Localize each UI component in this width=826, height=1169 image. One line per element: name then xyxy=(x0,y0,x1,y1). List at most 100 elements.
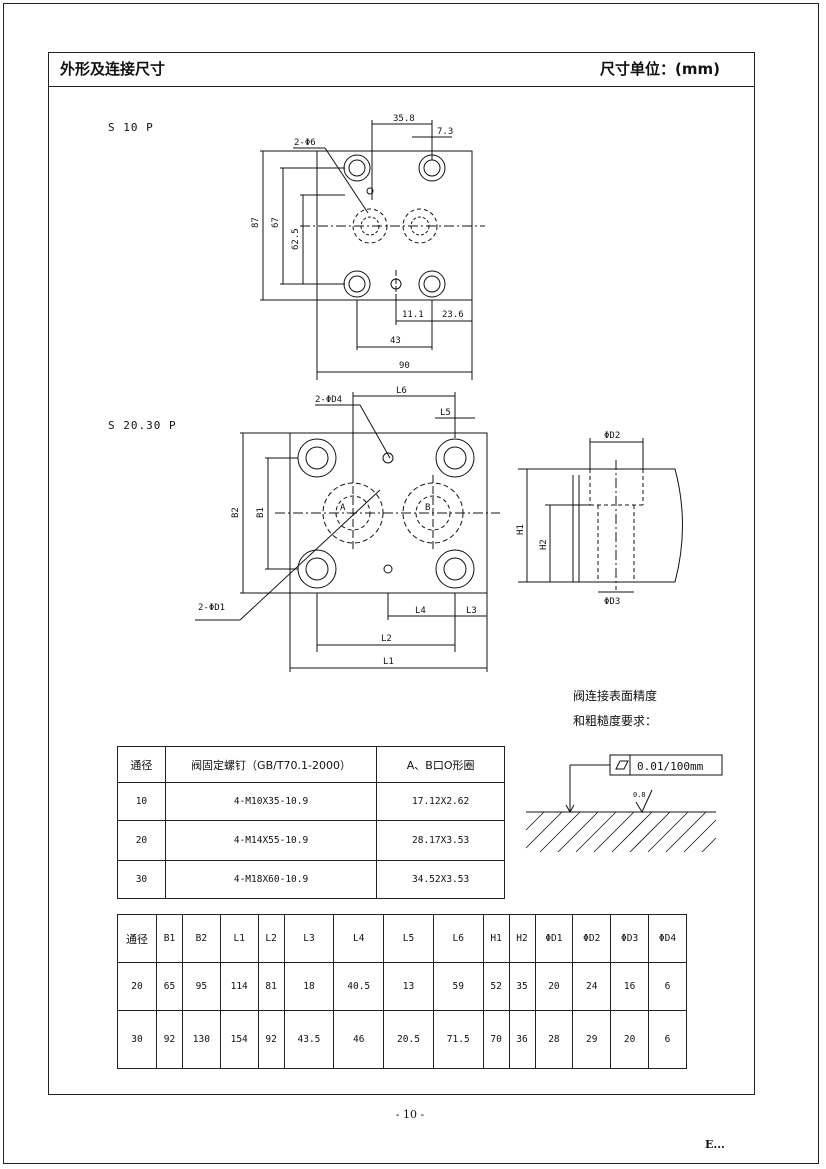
svg-text:H2: H2 xyxy=(539,539,549,550)
cell: 92 xyxy=(257,1010,285,1069)
cell: 52 xyxy=(482,962,510,1011)
s10-drawing xyxy=(260,120,485,380)
cell: 18 xyxy=(283,962,335,1011)
svg-text:35.8: 35.8 xyxy=(393,114,415,124)
svg-text:2-Φ6: 2-Φ6 xyxy=(294,138,316,148)
s2030-drawing xyxy=(195,392,500,672)
table-row: 20 65 95 114 81 18 40.5 13 59 52 35 20 2… xyxy=(117,962,687,1011)
header-cell: L4 xyxy=(333,914,385,963)
cell: 46 xyxy=(333,1010,385,1069)
svg-text:B2: B2 xyxy=(231,507,241,518)
svg-text:H1: H1 xyxy=(516,524,526,535)
svg-text:2-ΦD4: 2-ΦD4 xyxy=(315,395,342,405)
header-cell: A、B口O形圈 xyxy=(376,746,505,783)
cell: 4-M14X55-10.9 xyxy=(164,820,378,861)
cell: 29 xyxy=(572,1010,612,1069)
cell: 30 xyxy=(117,1010,157,1069)
cell: 6 xyxy=(648,1010,687,1069)
surface-symbol xyxy=(525,754,723,853)
table-row: 10 4-M10X35-10.9 17.12X2.62 xyxy=(117,782,505,821)
svg-text:ΦD2: ΦD2 xyxy=(604,431,620,441)
svg-text:0.8: 0.8 xyxy=(633,791,646,799)
unit-note: 尺寸单位：(mm) xyxy=(600,60,720,78)
s10-dim-text: 35.8 7.3 2-Φ6 87 67 62.5 11.1 23.6 43 90 xyxy=(251,114,464,371)
header-cell: ΦD4 xyxy=(648,914,687,963)
cell: 4-M18X60-10.9 xyxy=(164,860,378,899)
s2030-dim-text: L6 L5 2-ΦD4 B2 B1 A B 2-ΦD1 L4 L3 L2 L1 xyxy=(198,386,477,667)
cell: 17.12X2.62 xyxy=(376,782,505,821)
table-row: 30 4-M18X60-10.9 34.52X3.53 xyxy=(117,860,505,899)
page-border xyxy=(3,3,819,1164)
svg-text:11.1: 11.1 xyxy=(402,310,424,320)
cell: 20.5 xyxy=(383,1010,434,1069)
cell: 36 xyxy=(508,1010,536,1069)
cell: 20 xyxy=(534,962,574,1011)
cell: 20 xyxy=(117,820,166,861)
svg-text:B: B xyxy=(425,503,430,513)
surface-note-line1: 阀连接表面精度 xyxy=(572,689,657,703)
svg-text:L5: L5 xyxy=(440,408,451,418)
cell: 154 xyxy=(219,1010,259,1069)
table-row: 20 4-M14X55-10.9 28.17X3.53 xyxy=(117,820,505,861)
cell: 24 xyxy=(572,962,612,1011)
svg-text:L2: L2 xyxy=(381,634,392,644)
cell: 30 xyxy=(117,860,166,899)
header-cell: L5 xyxy=(383,914,434,963)
header-cell: 通径 xyxy=(117,746,166,783)
cell: 59 xyxy=(432,962,484,1011)
svg-text:87: 87 xyxy=(251,217,261,228)
surface-text: 0.01/100mm 0.8 xyxy=(633,760,704,799)
svg-text:90: 90 xyxy=(399,361,410,371)
svg-text:B1: B1 xyxy=(256,507,266,518)
s2030-label: S 20.30 P xyxy=(108,419,177,432)
cell: 20 xyxy=(117,962,157,1011)
svg-text:L3: L3 xyxy=(466,606,477,616)
cell: 13 xyxy=(383,962,434,1011)
header-cell: ΦD3 xyxy=(610,914,650,963)
svg-text:62.5: 62.5 xyxy=(291,228,301,250)
header-row: 通径 B1 B2 L1 L2 L3 L4 L5 L6 H1 H2 ΦD1 ΦD2… xyxy=(117,914,687,963)
cell: 40.5 xyxy=(333,962,385,1011)
header-cell: 阀固定螺钉（GB/T70.1-2000） xyxy=(164,746,378,783)
cell: 81 xyxy=(257,962,285,1011)
section-title: 外形及连接尺寸 xyxy=(60,60,166,78)
svg-text:67: 67 xyxy=(271,217,281,228)
header-cell: H1 xyxy=(482,914,510,963)
header-cell: B2 xyxy=(181,914,221,963)
corner-mark: E... xyxy=(705,1138,725,1151)
svg-text:L6: L6 xyxy=(396,386,407,396)
svg-text:L4: L4 xyxy=(415,606,426,616)
cell: 95 xyxy=(181,962,221,1011)
header-cell: ΦD1 xyxy=(534,914,574,963)
surface-note-line2: 和粗糙度要求： xyxy=(572,714,657,728)
screw-oring-table: 通径 阀固定螺钉（GB/T70.1-2000） A、B口O形圈 10 4-M10… xyxy=(117,746,505,899)
header-cell: H2 xyxy=(508,914,536,963)
header-cell: L1 xyxy=(219,914,259,963)
cell: 28.17X3.53 xyxy=(376,820,505,861)
header-cell: L2 xyxy=(257,914,285,963)
svg-text:A: A xyxy=(340,503,346,513)
cell: 28 xyxy=(534,1010,574,1069)
header-cell: L6 xyxy=(432,914,484,963)
header-cell: L3 xyxy=(283,914,335,963)
cell: 16 xyxy=(610,962,650,1011)
cell: 92 xyxy=(156,1010,183,1069)
header-cell: 通径 xyxy=(117,914,157,963)
s10-label: S 10 P xyxy=(108,121,154,134)
cell: 43.5 xyxy=(283,1010,335,1069)
header-cell: B1 xyxy=(156,914,183,963)
svg-text:0.01/100mm: 0.01/100mm xyxy=(637,760,704,773)
svg-text:43: 43 xyxy=(390,336,401,346)
page-number: - 10 - xyxy=(395,1108,425,1121)
content-frame xyxy=(48,52,755,1095)
section-dim-text: ΦD2 H1 H2 ΦD3 xyxy=(516,431,620,607)
svg-text:7.3: 7.3 xyxy=(437,127,453,137)
cell: 114 xyxy=(219,962,259,1011)
cell: 6 xyxy=(648,962,687,1011)
cell: 10 xyxy=(117,782,166,821)
cell: 130 xyxy=(181,1010,221,1069)
svg-text:L1: L1 xyxy=(383,657,394,667)
cell: 35 xyxy=(508,962,536,1011)
cell: 20 xyxy=(610,1010,650,1069)
